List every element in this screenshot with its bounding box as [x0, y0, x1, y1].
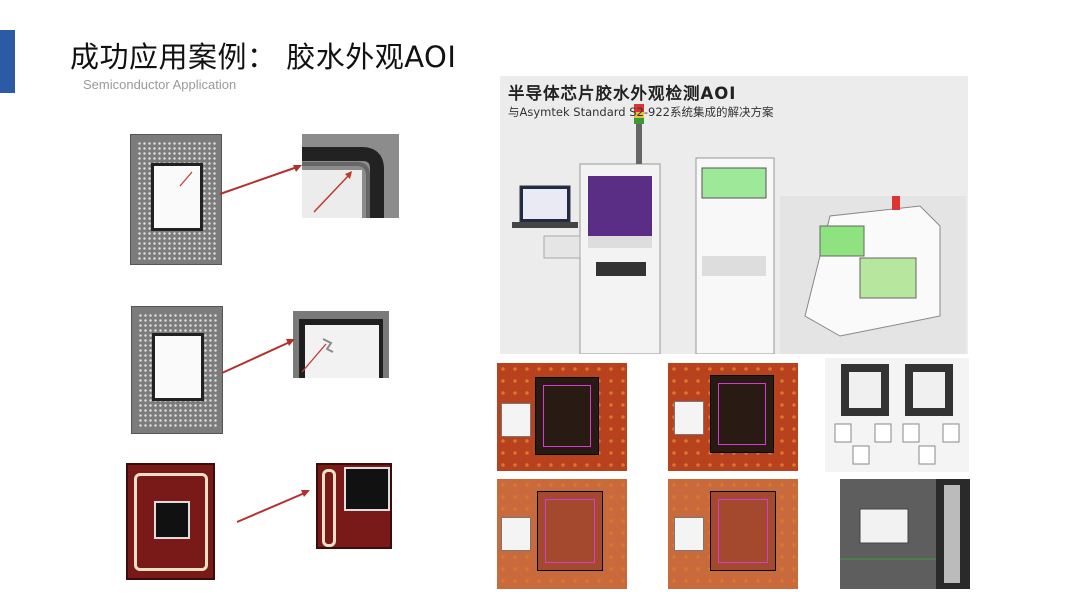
- inspection-image-1: [497, 363, 627, 471]
- inspection-image-5: [840, 479, 970, 589]
- chip-photo-3: [126, 463, 215, 580]
- zoom-photo-3: [316, 463, 392, 549]
- arrow-icon: [236, 490, 310, 523]
- machine-panel-title: 半导体芯片胶水外观检测AOI: [508, 84, 737, 103]
- arrow-icon: [219, 165, 302, 195]
- inspection-image-3: [497, 479, 627, 589]
- title-accent-bar: [0, 30, 15, 93]
- machine-panel: [500, 76, 968, 355]
- slide-subtitle: Semiconductor Application: [83, 77, 237, 92]
- chip-photo-2: [131, 306, 223, 434]
- inspection-image-2: [668, 363, 798, 471]
- inspection-image-4: [668, 479, 798, 589]
- machine-panel-subtitle: 与Asymtek Standard S2-922系统集成的解决方案: [508, 105, 774, 119]
- arrow-icon: [313, 171, 352, 213]
- zoom-photo-2: [293, 311, 389, 378]
- arrow-icon: [221, 339, 295, 374]
- inspection-comparison: [825, 358, 969, 472]
- arrow-icon: [179, 171, 193, 187]
- chip-photo-1: [130, 134, 222, 265]
- slide-title: 成功应用案例： 胶水外观AOI: [70, 40, 457, 74]
- arrow-icon: [301, 343, 327, 373]
